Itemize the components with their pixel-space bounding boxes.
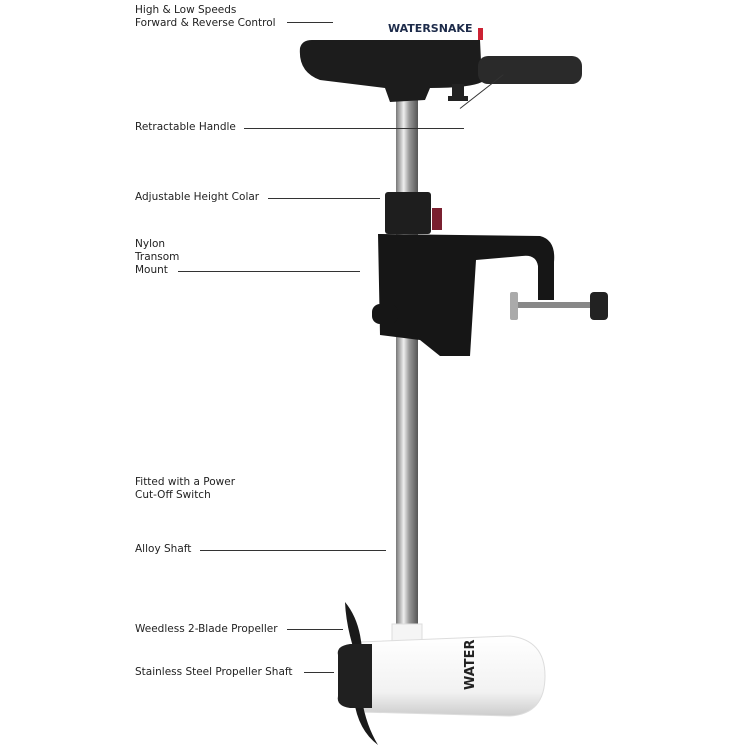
- propeller-blade-bottom: [354, 700, 378, 745]
- callout-transom-mount: Nylon Transom Mount: [135, 238, 180, 276]
- brand-logo: WATERSNAKE: [388, 22, 472, 35]
- lower-unit-logo: WATER: [463, 639, 478, 690]
- callout-propeller-shaft: Stainless Steel Propeller Shaft: [135, 666, 293, 678]
- height-collar: [385, 192, 431, 234]
- leader-line: [287, 22, 333, 23]
- leader-line: [200, 550, 386, 551]
- callout-propeller: Weedless 2-Blade Propeller: [135, 623, 278, 635]
- leader-line: [244, 128, 464, 129]
- leader-line: [287, 629, 343, 630]
- alloy-shaft: [396, 95, 418, 635]
- lower-unit: [359, 635, 546, 717]
- leader-line: [268, 198, 380, 199]
- propeller-hub: [337, 644, 372, 708]
- control-head: [299, 40, 482, 102]
- callout-speed-control: High & Low Speeds Forward & Reverse Cont…: [135, 4, 276, 29]
- leader-line: [304, 672, 334, 673]
- transom-mount: [378, 234, 555, 356]
- leader-line: [178, 271, 360, 272]
- callout-alloy-shaft: Alloy Shaft: [135, 543, 192, 555]
- callout-height-collar: Adjustable Height Colar: [135, 191, 260, 203]
- callout-retractable-handle: Retractable Handle: [135, 121, 236, 133]
- propeller-blade-top: [345, 602, 362, 650]
- tiller-handle: [478, 56, 582, 84]
- callout-power-cutoff: Fitted with a Power Cut-Off Switch: [135, 476, 236, 501]
